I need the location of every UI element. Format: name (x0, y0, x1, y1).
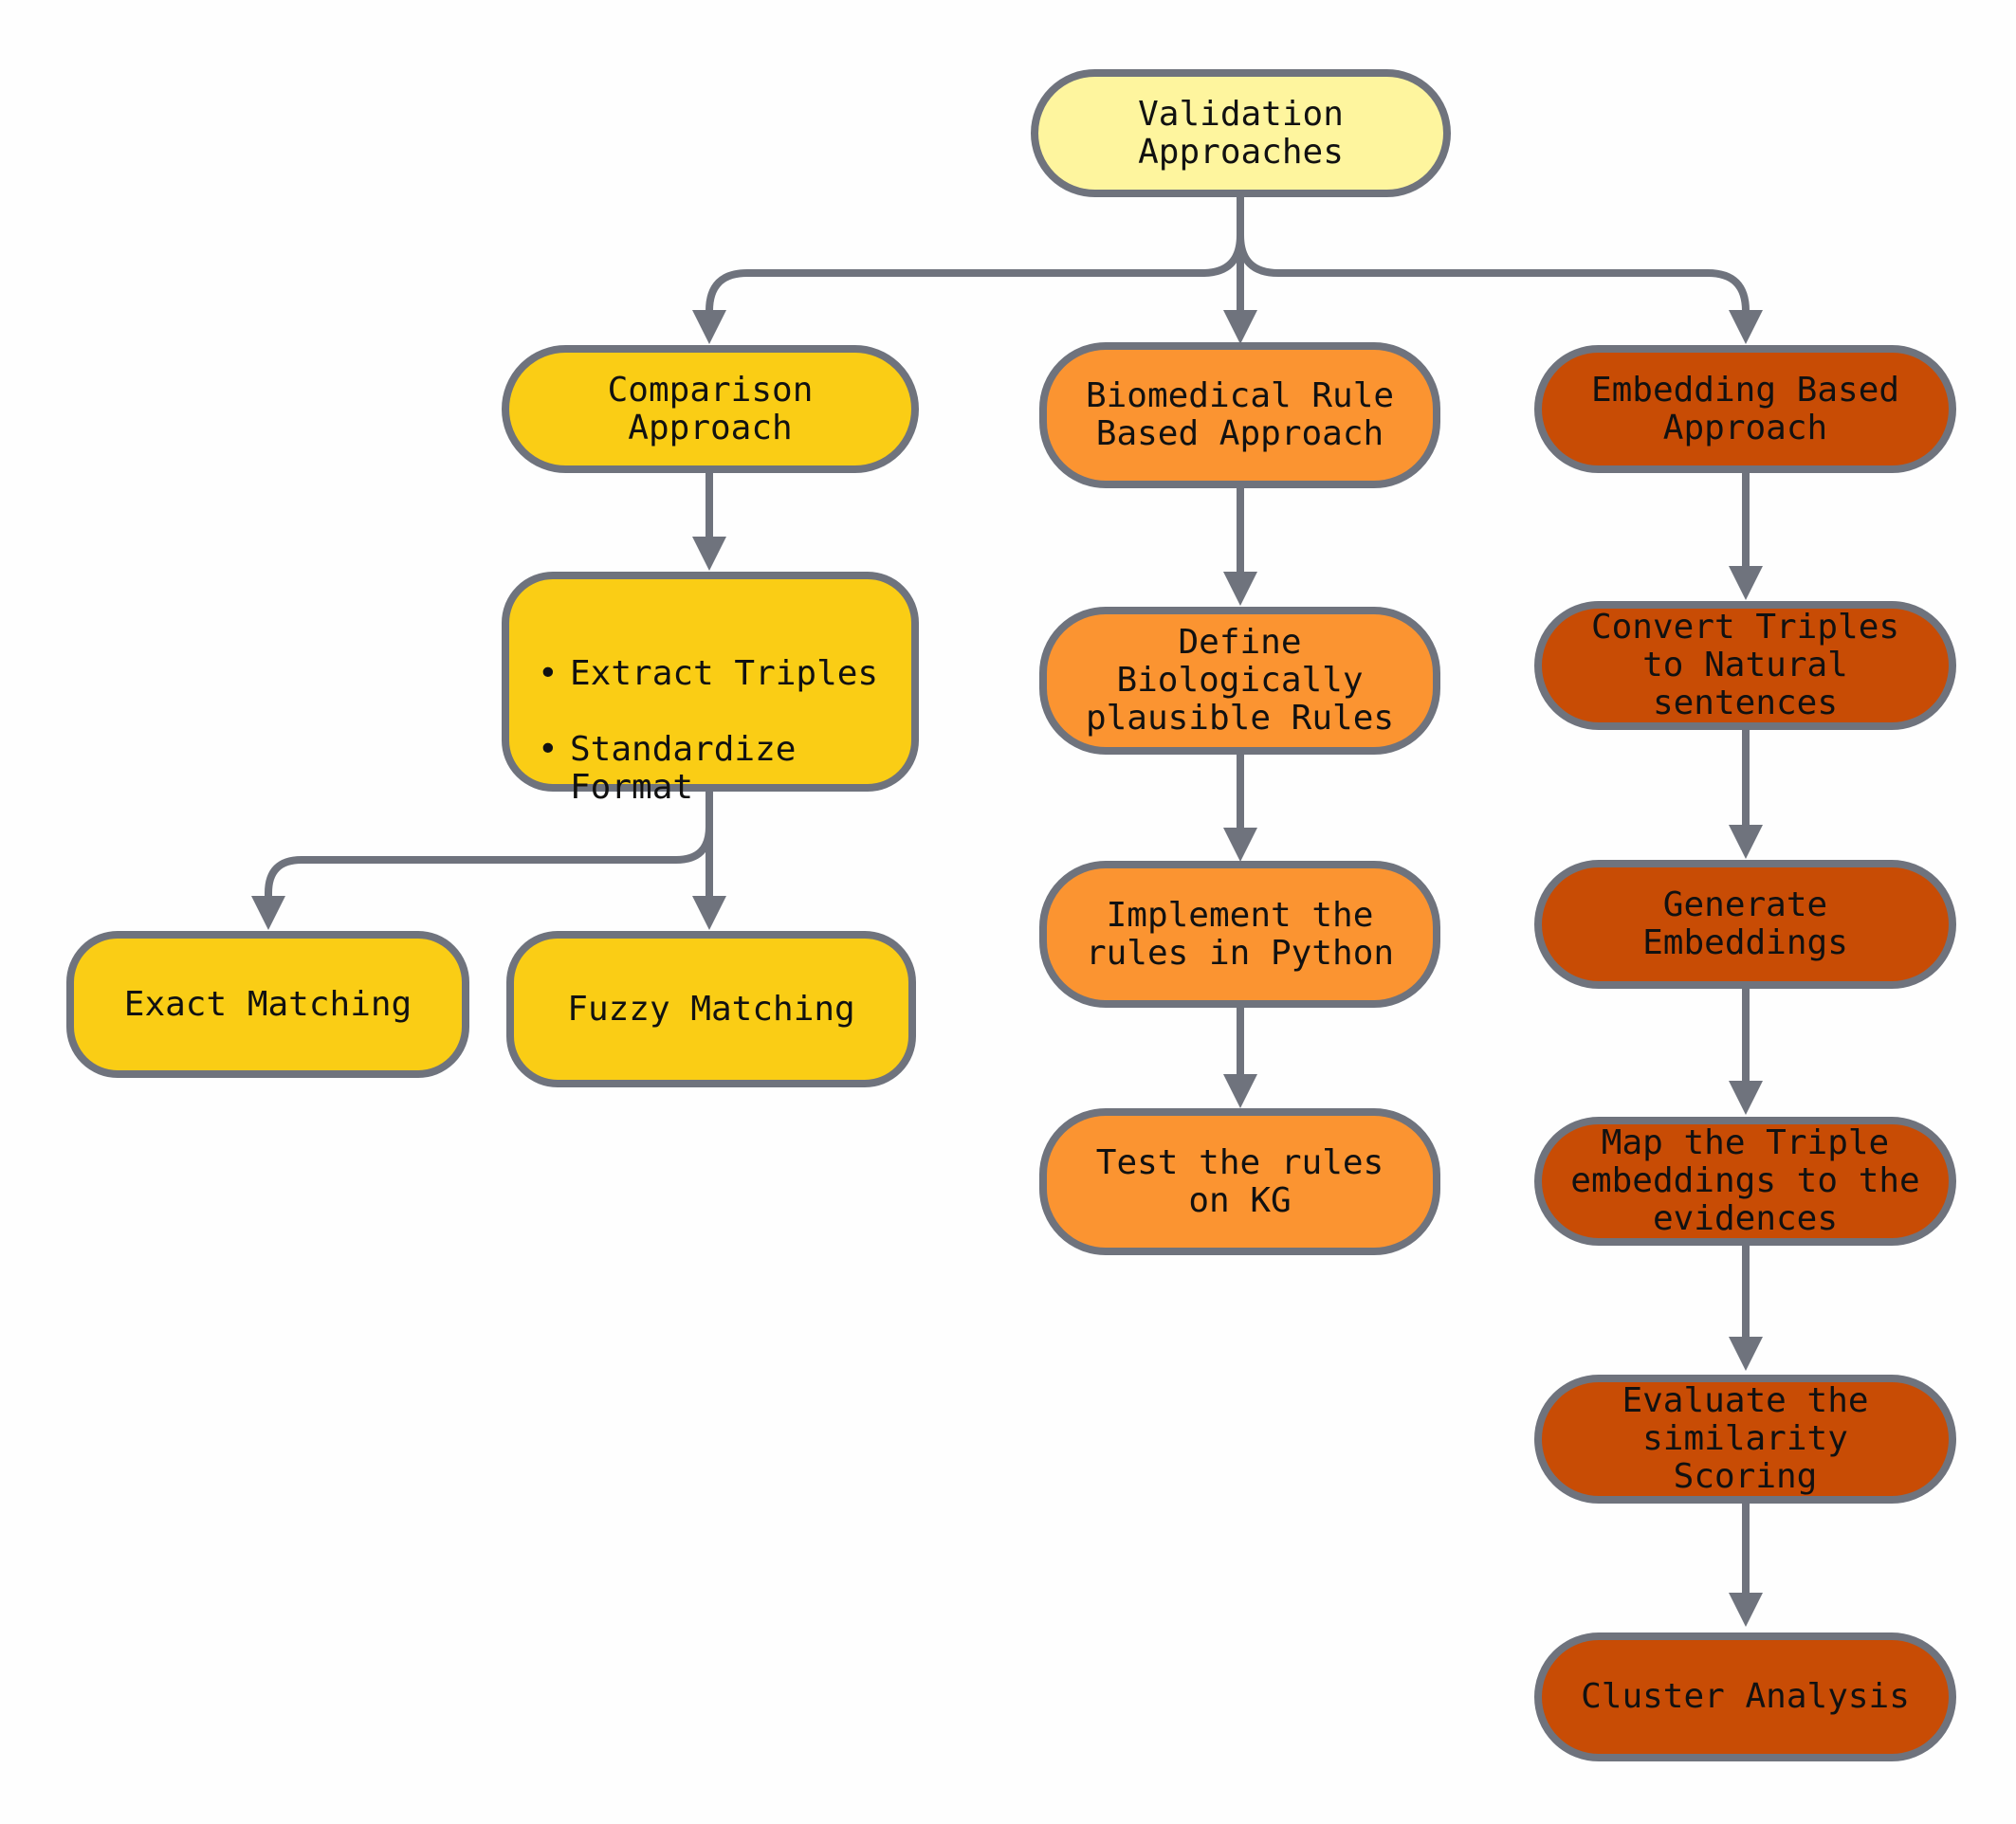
arrowhead (1223, 310, 1257, 344)
node-implement-rules: Implement the rules in Python (1039, 861, 1440, 1008)
node-comparison-approach: Comparison Approach (502, 345, 919, 473)
node-map-embeddings: Map the Triple embeddings to the evidenc… (1534, 1117, 1956, 1246)
connector-root-to-embedding (1237, 197, 1750, 315)
arrowhead (251, 896, 285, 930)
node-test-rules: Test the rules on KG (1039, 1108, 1440, 1255)
list-item: Standardize Format (538, 731, 896, 807)
node-evaluate-similarity: Evaluate the similarity Scoring (1534, 1375, 1956, 1504)
arrowhead (692, 310, 726, 344)
node-embedding-approach: Embedding Based Approach (1534, 345, 1956, 473)
arrowhead (1729, 1081, 1763, 1115)
node-generate-embeddings: Generate Embeddings (1534, 860, 1956, 989)
arrowhead (1729, 310, 1763, 344)
node-validation-approaches: Validation Approaches (1031, 69, 1451, 197)
arrowhead (1223, 828, 1257, 862)
connector-root-to-comparison (706, 197, 1244, 315)
node-comparison-steps: Extract Triples Standardize Format (502, 572, 919, 807)
arrowhead (692, 896, 726, 930)
comparison-steps-list: Extract Triples Standardize Format (538, 617, 896, 845)
arrowhead (1729, 566, 1763, 600)
node-define-rules: Define Biologically plausible Rules (1039, 607, 1440, 755)
node-convert-triples: Convert Triples to Natural sentences (1534, 601, 1956, 730)
node-exact-matching: Exact Matching (66, 931, 469, 1078)
node-cluster-analysis: Cluster Analysis (1534, 1632, 1956, 1761)
node-rule-based-approach: Biomedical Rule Based Approach (1039, 342, 1440, 488)
arrowhead (1729, 1337, 1763, 1371)
arrowhead (1223, 572, 1257, 606)
arrowhead (1729, 825, 1763, 859)
arrowhead (1729, 1593, 1763, 1627)
arrowhead (1223, 1074, 1257, 1108)
node-fuzzy-matching: Fuzzy Matching (506, 931, 916, 1087)
arrowhead (692, 537, 726, 571)
list-item: Extract Triples (538, 655, 896, 694)
